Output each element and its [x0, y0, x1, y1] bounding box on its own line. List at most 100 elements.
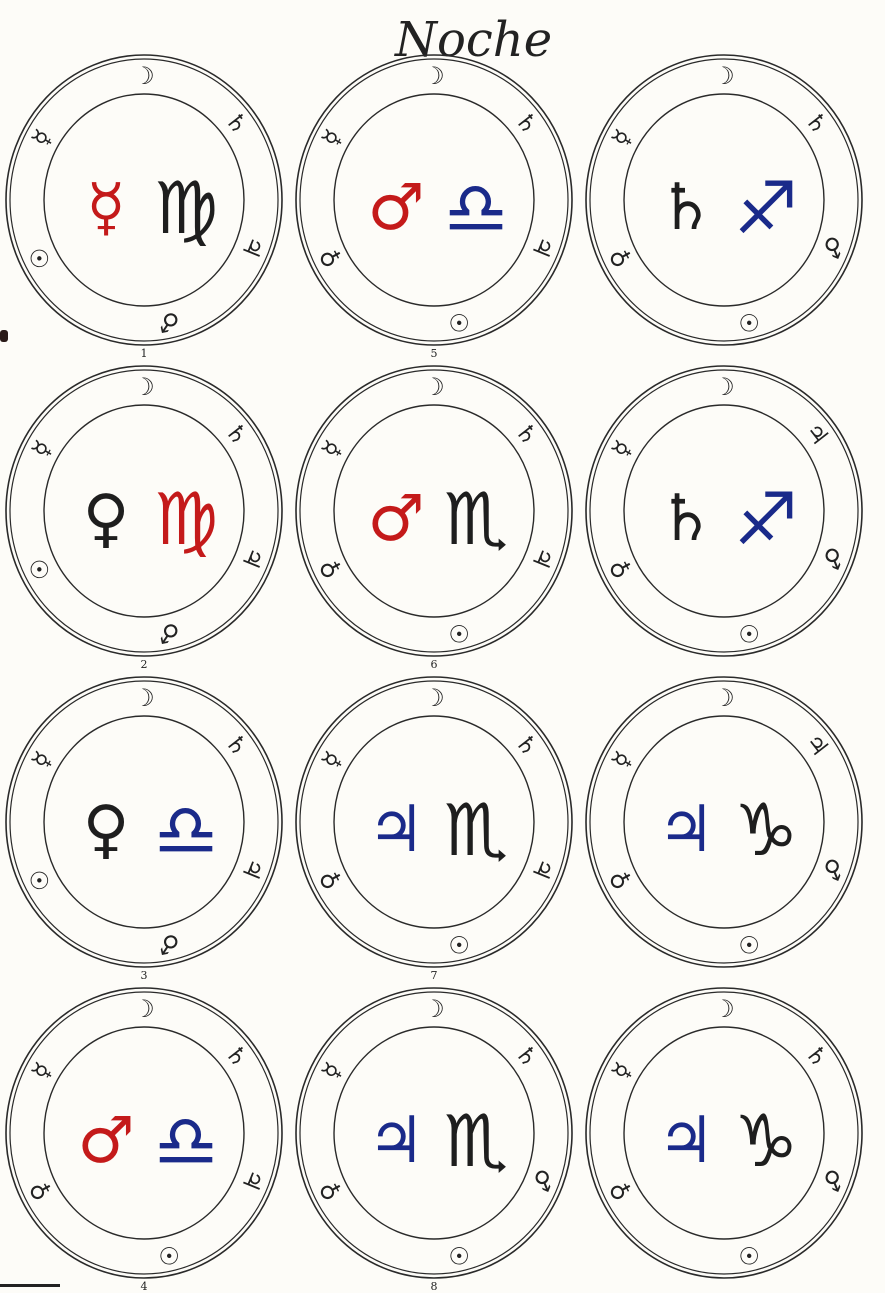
planet-symbol-icon: ☉ — [446, 308, 472, 336]
seal-9: ☽♃♂☉♀☿♃♑ — [582, 674, 862, 974]
seal-rings — [582, 985, 862, 1285]
seal-11: ☽♄♂☉♀☿♃♏8 — [292, 985, 572, 1285]
seal-10: ☽♄♃☉♀☿♂♎4 — [2, 985, 282, 1285]
outer-ring — [296, 988, 572, 1278]
zodiac-sigil-icon: ♑ — [734, 1105, 799, 1177]
outer-ring — [586, 677, 862, 967]
seal-number: 3 — [141, 969, 148, 982]
planet-symbol-icon: ☽ — [423, 686, 445, 710]
planet-symbol-icon: ☽ — [423, 64, 445, 88]
outer-ring — [10, 992, 278, 1274]
seal-rings — [292, 674, 572, 974]
planet-symbol-icon: ☽ — [133, 686, 155, 710]
planet-sigil-icon: ♂ — [367, 487, 424, 551]
seal-rings — [292, 52, 572, 352]
planet-sigil-icon: ♀ — [83, 487, 130, 551]
seal-number: 8 — [431, 1280, 438, 1293]
outer-ring — [6, 988, 282, 1278]
planet-symbol-icon: ☽ — [133, 375, 155, 399]
zodiac-sigil-icon: ♑ — [734, 794, 799, 866]
outer-ring — [300, 59, 568, 341]
seal-rings — [2, 52, 282, 352]
planet-sigil-icon: ☿ — [86, 176, 125, 240]
zodiac-sigil-icon: ♎ — [444, 172, 509, 244]
zodiac-sigil-icon: ♐ — [734, 483, 799, 555]
planet-sigil-icon: ♂ — [77, 1109, 134, 1173]
outer-ring — [296, 366, 572, 656]
outer-ring — [590, 681, 858, 963]
seal-5: ☽♄♃☉♀☿♂♏6 — [292, 363, 572, 663]
seal-rings — [2, 674, 282, 974]
zodiac-sigil-icon: ♍ — [154, 172, 219, 244]
seal-rings — [2, 985, 282, 1285]
seal-12: ☽♄♂☉♀☿♃♑ — [582, 985, 862, 1285]
zodiac-sigil-icon: ♐ — [734, 172, 799, 244]
planet-symbol-icon: ♂ — [156, 930, 182, 958]
planet-symbol-icon: ☽ — [423, 997, 445, 1021]
seal-2: ☽♄♃☉♀☿♂♎5 — [292, 52, 572, 352]
planet-sigil-icon: ♃ — [657, 1109, 714, 1173]
zodiac-sigil-icon: ♏ — [444, 1105, 509, 1177]
seal-8: ☽♄♃☉♀☿♃♏7 — [292, 674, 572, 974]
outer-ring — [590, 370, 858, 652]
seal-4: ☽♄♃♂☉☿♀♍2 — [2, 363, 282, 663]
zodiac-sigil-icon: ♎ — [154, 1105, 219, 1177]
seal-rings — [582, 674, 862, 974]
planet-symbol-icon: ♂ — [156, 619, 182, 647]
planet-symbol-icon: ☽ — [713, 686, 735, 710]
outer-ring — [590, 992, 858, 1274]
planet-symbol-icon: ☉ — [446, 619, 472, 647]
outer-ring — [6, 55, 282, 345]
planet-symbol-icon: ☉ — [736, 1241, 762, 1269]
planet-sigil-icon: ♄ — [657, 176, 714, 240]
outer-ring — [296, 677, 572, 967]
planet-sigil-icon: ♄ — [657, 487, 714, 551]
zodiac-sigil-icon: ♏ — [444, 794, 509, 866]
outer-ring — [586, 988, 862, 1278]
seal-number: 1 — [141, 347, 148, 360]
planet-symbol-icon: ☉ — [736, 930, 762, 958]
outer-ring — [296, 55, 572, 345]
outer-ring — [586, 366, 862, 656]
seal-rings — [292, 363, 572, 663]
outer-ring — [6, 366, 282, 656]
planet-sigil-icon: ♀ — [83, 798, 130, 862]
seal-number: 4 — [141, 1280, 148, 1293]
planet-sigil-icon: ♃ — [367, 1109, 424, 1173]
zodiac-sigil-icon: ♎ — [154, 794, 219, 866]
seal-number: 5 — [431, 347, 438, 360]
planet-symbol-icon: ☽ — [713, 997, 735, 1021]
planet-symbol-icon: ☉ — [446, 930, 472, 958]
planet-symbol-icon: ♂ — [156, 308, 182, 336]
planet-symbol-icon: ☉ — [156, 1241, 182, 1269]
planet-symbol-icon: ☽ — [713, 64, 735, 88]
seal-6: ☽♃♂☉♀☿♄♐ — [582, 363, 862, 663]
outer-ring — [300, 370, 568, 652]
planet-symbol-icon: ☽ — [423, 375, 445, 399]
planet-sigil-icon: ♂ — [367, 176, 424, 240]
outer-ring — [590, 59, 858, 341]
seal-1: ☽♄♃♂☉☿☿♍1 — [2, 52, 282, 352]
outer-ring — [300, 992, 568, 1274]
seal-number: 7 — [431, 969, 438, 982]
seal-7: ☽♄♃♂☉☿♀♎3 — [2, 674, 282, 974]
planet-symbol-icon: ☉ — [736, 619, 762, 647]
outer-ring — [586, 55, 862, 345]
planet-symbol-icon: ☉ — [736, 308, 762, 336]
seal-rings — [2, 363, 282, 663]
zodiac-sigil-icon: ♏ — [444, 483, 509, 555]
seal-rings — [582, 363, 862, 663]
planet-symbol-icon: ☽ — [133, 64, 155, 88]
outer-ring — [10, 370, 278, 652]
planet-symbol-icon: ☽ — [133, 997, 155, 1021]
outer-ring — [300, 681, 568, 963]
planet-sigil-icon: ♃ — [367, 798, 424, 862]
outer-ring — [6, 677, 282, 967]
planet-sigil-icon: ♃ — [657, 798, 714, 862]
seal-rings — [582, 52, 862, 352]
planet-symbol-icon: ☽ — [713, 375, 735, 399]
planet-symbol-icon: ☉ — [446, 1241, 472, 1269]
seal-number: 6 — [431, 658, 438, 671]
outer-ring — [10, 681, 278, 963]
seal-number: 2 — [141, 658, 148, 671]
